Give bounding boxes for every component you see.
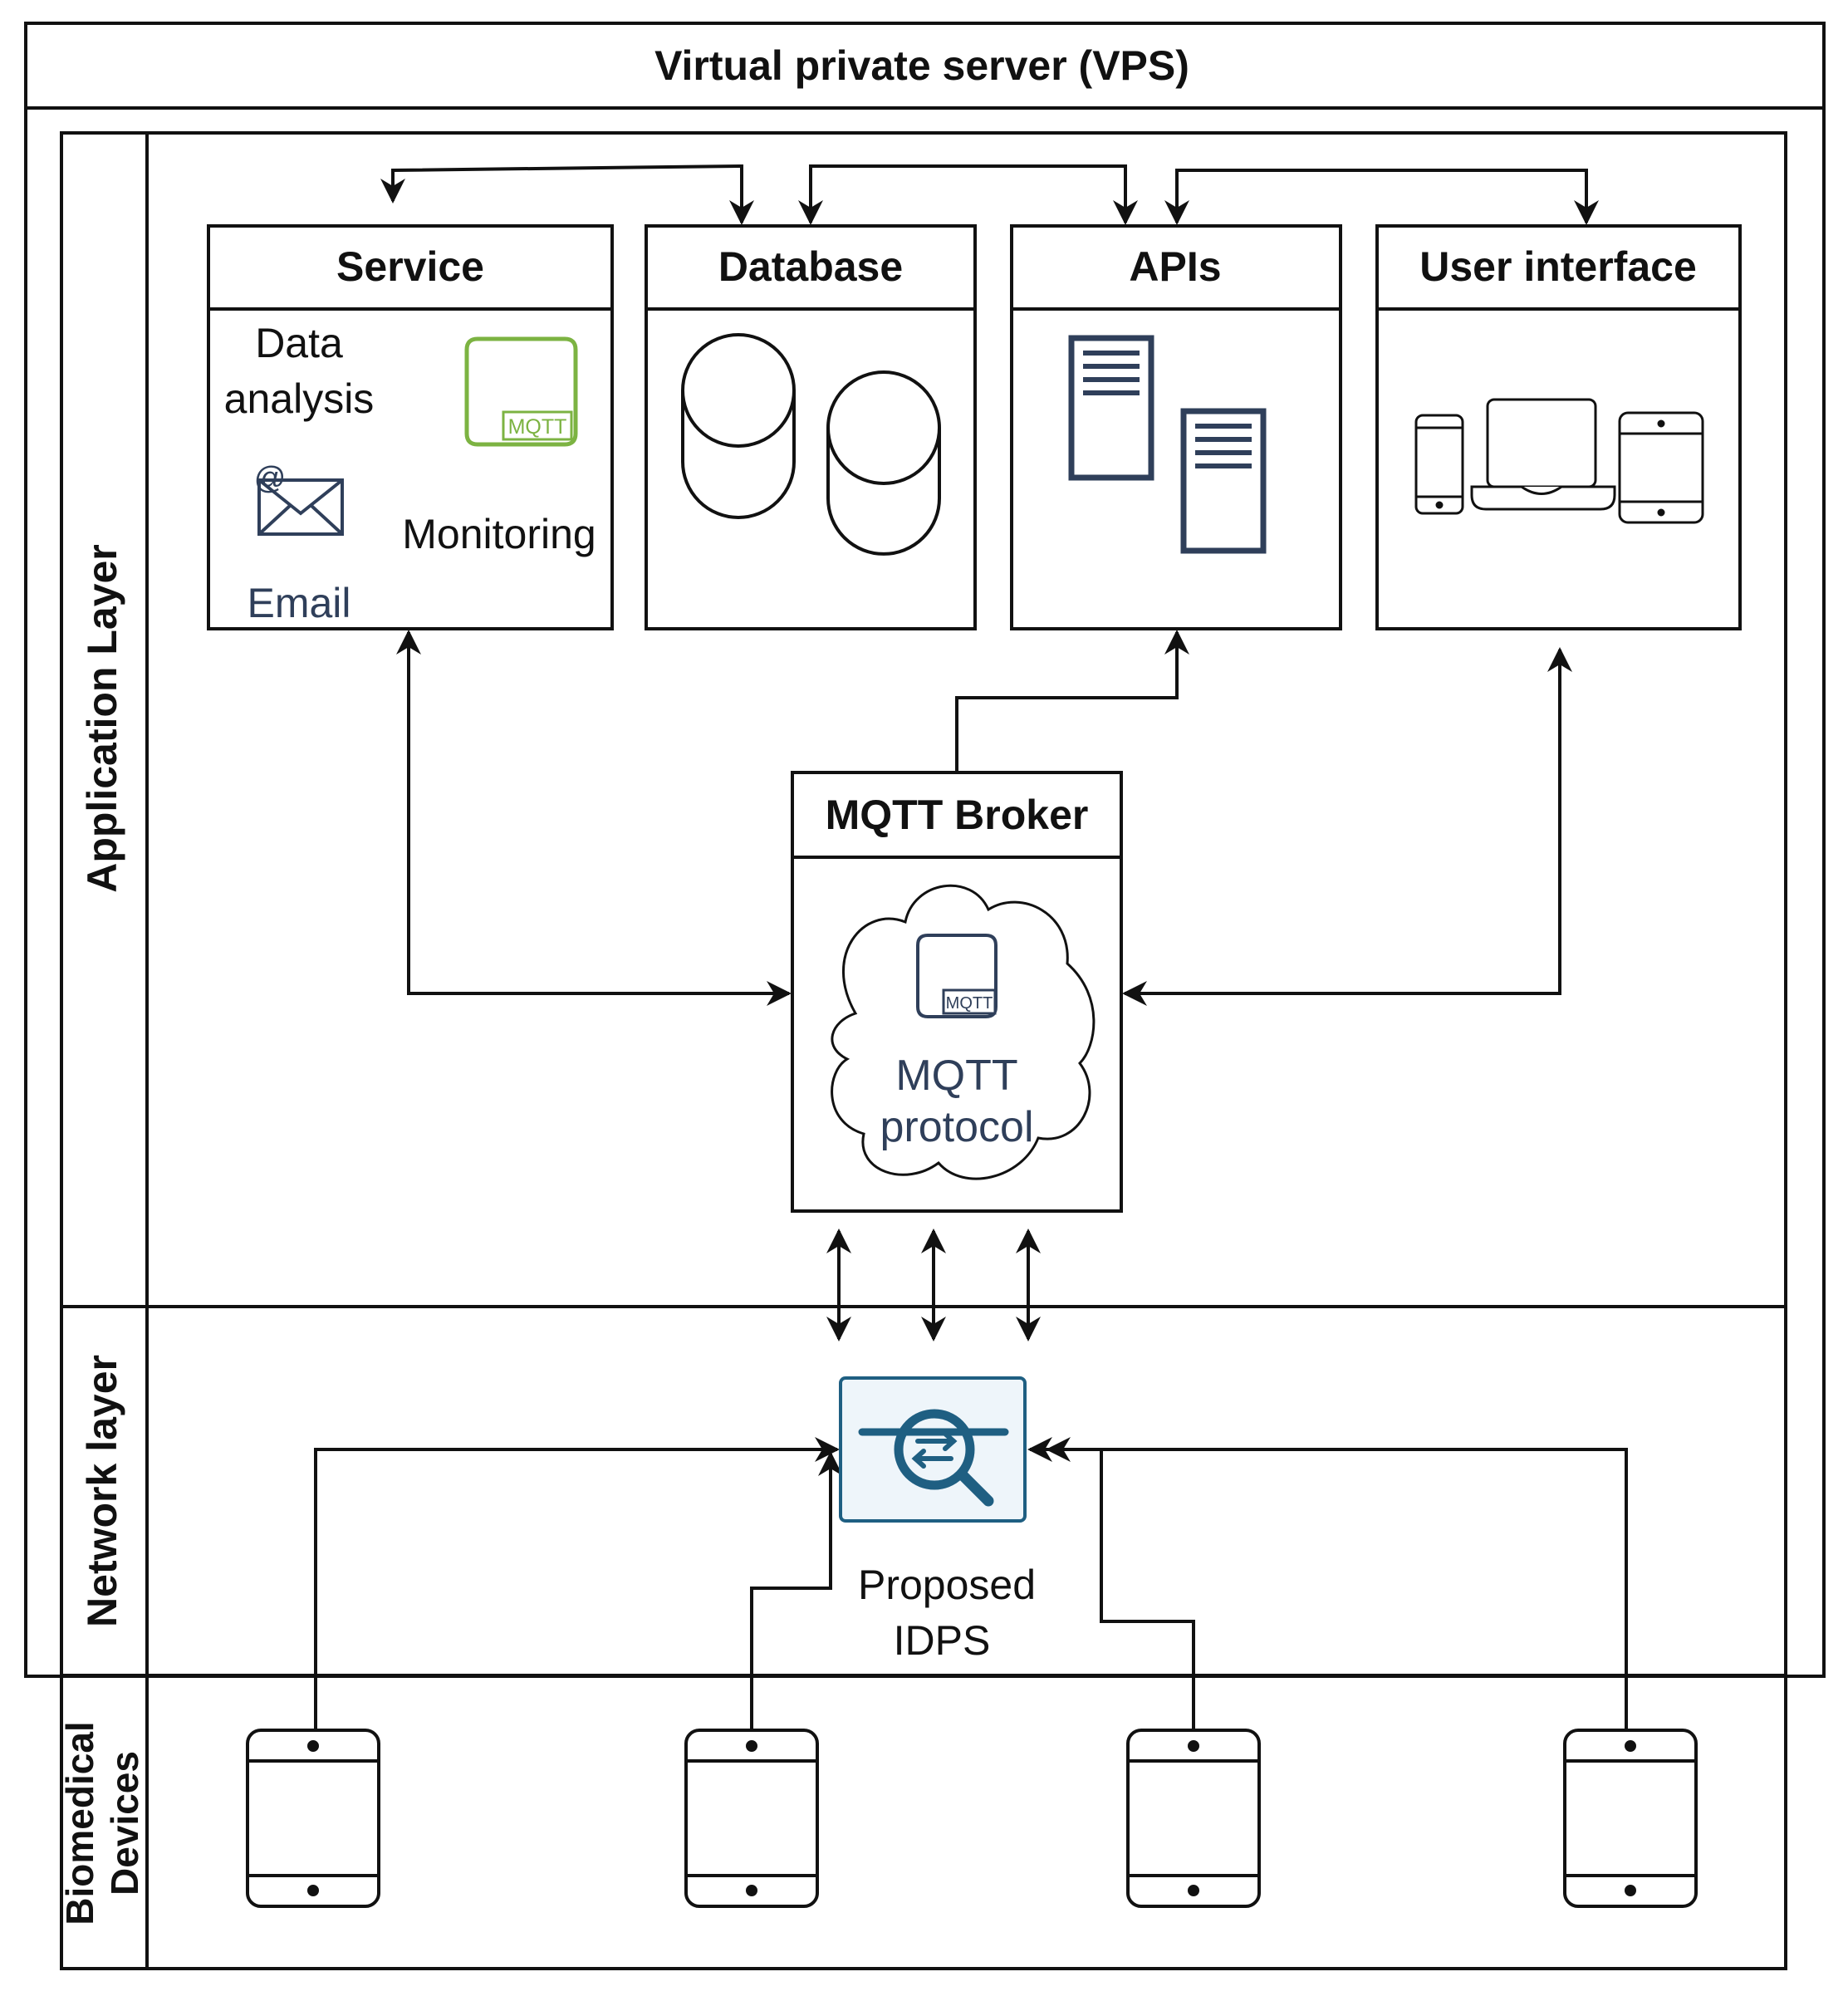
tablet-device-icon xyxy=(1563,1729,1698,1908)
tablet-device-icon xyxy=(246,1729,380,1908)
network-layer-label: Network layer xyxy=(79,1355,125,1627)
service-mqtt-badge: MQTT xyxy=(508,415,567,439)
service-database-link xyxy=(380,164,754,225)
user-interface-title: User interface xyxy=(1419,243,1697,290)
broker-mqtt-badge: MQTT xyxy=(946,994,993,1013)
server-icon xyxy=(1068,335,1267,554)
tablet-device-icon xyxy=(684,1729,819,1908)
idps-label-line2: IDPS xyxy=(894,1617,991,1664)
apis-box: APIs xyxy=(1010,224,1342,630)
devices-label-line2: Devices xyxy=(103,1751,146,1896)
broker-apis-link xyxy=(955,630,1189,772)
email-label: Email xyxy=(247,580,350,626)
service-box: Service Data analysis MQTT @ Monitoring … xyxy=(207,224,614,630)
idps-label-line1: Proposed xyxy=(858,1562,1036,1608)
database-cylinder-icon xyxy=(681,333,941,556)
monitoring-label: Monitoring xyxy=(402,511,596,557)
biomedical-devices-label: Biomedical Devices xyxy=(58,1721,146,1925)
cloud-icon xyxy=(831,884,1096,1180)
broker-service-link xyxy=(396,630,792,1006)
broker-ui-link xyxy=(1122,647,1572,1006)
device-row xyxy=(246,1729,1698,1908)
data-analysis-line2: analysis xyxy=(224,375,375,422)
service-title: Service xyxy=(336,243,484,290)
device1-idps-link xyxy=(314,1437,840,1730)
apis-title: APIs xyxy=(1129,243,1221,290)
network-inspection-icon xyxy=(858,1409,1009,1507)
device2-idps-link xyxy=(750,1451,843,1730)
data-analysis-line1: Data xyxy=(255,320,343,366)
broker-mqtt-icon: MQTT xyxy=(916,934,998,1018)
mqtt-protocol-line2: protocol xyxy=(880,1103,1034,1151)
device3-idps-link xyxy=(1027,1437,1195,1730)
phone-icon xyxy=(1414,414,1464,515)
mqtt-broker-title: MQTT Broker xyxy=(826,792,1089,838)
connectors xyxy=(314,164,1628,1730)
email-icon: @ xyxy=(254,461,344,536)
laptop-icon xyxy=(1470,398,1616,511)
devices-label-line1: Biomedical xyxy=(58,1721,101,1925)
tablet-device-icon xyxy=(1126,1729,1261,1908)
application-layer-label: Application Layer xyxy=(79,544,125,893)
mqtt-protocol-line1: MQTT xyxy=(895,1052,1017,1100)
vps-title: Virtual private server (VPS) xyxy=(654,42,1189,89)
database-box: Database xyxy=(645,224,977,630)
device4-idps-link xyxy=(1046,1437,1628,1730)
database-title: Database xyxy=(718,243,903,290)
database-apis-link xyxy=(798,164,1138,225)
tablet-icon xyxy=(1618,411,1704,524)
layer-frames xyxy=(60,131,1787,1970)
idps-box: Proposed IDPS xyxy=(839,1376,1036,1664)
apis-ui-link xyxy=(1164,169,1599,225)
mqtt-broker-box: MQTT Broker MQTT MQTT protocol xyxy=(791,771,1123,1213)
user-interface-box: User interface xyxy=(1375,224,1742,630)
mqtt-icon: MQTT xyxy=(464,336,578,447)
